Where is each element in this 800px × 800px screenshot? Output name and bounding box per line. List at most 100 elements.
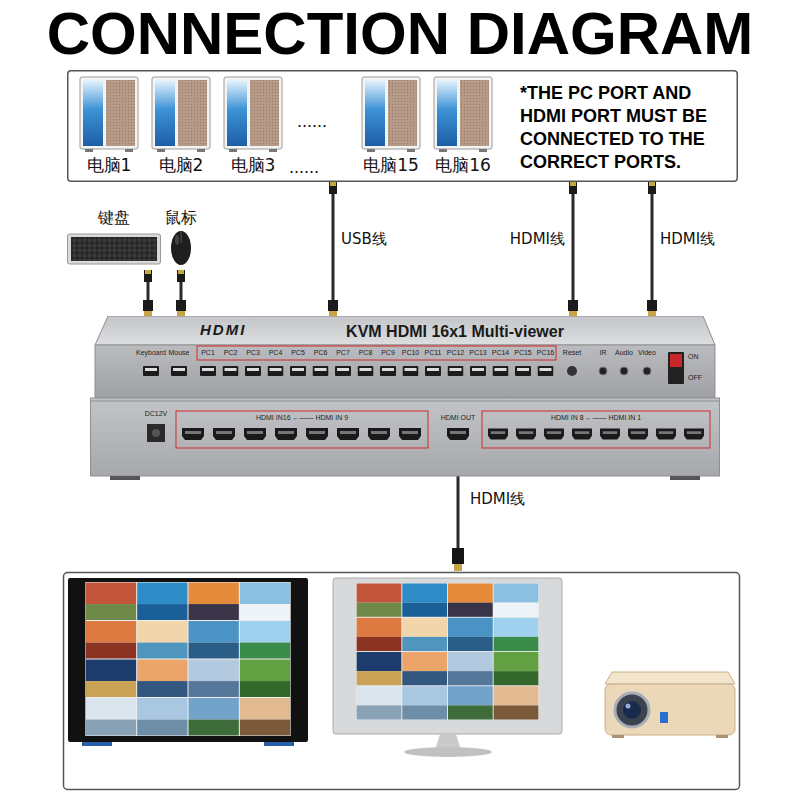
cable [328,182,338,316]
label-anchor: IR [600,349,607,357]
mouse-label: 鼠标 [165,208,197,228]
pc-icon [151,76,211,152]
cable-plug-tip [177,311,185,316]
port-label: PC6 [314,349,328,357]
projector-lens-glass [623,701,641,719]
pc-icon [433,76,493,152]
cable-label-anchor: HDMI线 [508,230,567,248]
label-anchor: PC4 [269,349,283,357]
cable-plug [569,182,577,194]
cable-line [572,194,575,300]
device-title: KVM HDMI 16x1 Multi-viewer [340,316,570,342]
cable-plug [177,270,185,282]
label-anchor: OFF [688,374,702,382]
pc-icon-shape [80,77,138,152]
port-label: HDMI OUT [441,414,476,422]
projector-badge [660,712,668,723]
label-anchor: DC12V [145,410,168,418]
computer: 电脑15 [358,76,424,180]
kvm-multiviewer: KVM HDMI 16x1 Multi-viewer [90,316,720,480]
label-anchor: PC5 [291,349,305,357]
cable [568,182,578,316]
label-anchor: ...... [289,156,319,178]
label-anchor: PC3 [246,349,260,357]
computer-panel: *THE PC PORT AND HDMI PORT MUST BE CONNE… [67,70,738,182]
cable-label-anchor: USB线 [339,230,389,248]
cable-plug [144,270,152,282]
port-group-label: HDMI IN 8 ←—— HDMI IN 1 [551,414,641,422]
port-label: PC2 [224,349,238,357]
cable-label: HDMI线 [508,230,567,248]
pc-icon-shape [152,77,210,152]
cable-line [332,194,335,300]
label-anchor: PC15 [514,349,532,357]
label-anchor: HDMI OUT [441,414,476,422]
cable-plug [176,300,186,311]
pc-label: 电脑2 [159,155,204,175]
hdmi-plug [453,436,463,450]
ellipsis: ...... [289,156,319,178]
computer: 电脑1 [76,76,142,180]
port-label: Video [638,349,656,357]
label-anchor: PC10 [402,349,420,357]
pc-icon-shape [434,77,492,152]
tv-bezel [68,578,308,742]
hdmi-logo: HDMI [200,321,246,339]
port-label: PC7 [336,349,350,357]
cable-plug-tip [144,311,152,316]
port-label: PC3 [246,349,260,357]
mouse-icon [170,228,192,266]
port-label: PC1 [201,349,215,357]
projector-top [605,672,735,684]
computer: 电脑3 [220,76,286,180]
monitor-bezel [333,578,562,734]
cable [647,182,657,316]
label-anchor: PC11 [425,349,442,357]
switch-label: ON [688,353,699,361]
port-label: PC14 [492,349,510,357]
label-anchor: PC1 [201,349,215,357]
projector-foot [612,735,624,738]
device-body [90,316,720,480]
port-label: Keyboard [136,349,166,357]
pc-icon [79,76,139,152]
pc-label: 电脑16 [435,155,491,175]
cable-plug [143,300,153,311]
note-text: *THE PC PORT AND HDMI PORT MUST BE CONNE… [520,82,732,174]
tv-screen [85,582,290,736]
tv-foot [82,742,112,746]
projector-foot [716,735,728,738]
cable-plug [568,300,578,311]
computer: 电脑16 [430,76,496,180]
cable-line [180,282,183,300]
label-anchor: ...... [297,110,327,132]
port-label: PC16 [537,349,555,357]
hdmi-cable [457,450,460,548]
cable [143,270,153,316]
cable-plug-tip [648,311,656,316]
cable-plug-tip [570,182,576,186]
cable-plug [329,182,337,194]
cable-plug-tip [329,311,337,316]
hdmi-plug-tip [454,564,462,571]
cable-label: USB线 [339,230,389,248]
port-label: Mouse [168,349,189,357]
port-label: Reset [563,349,581,357]
pc-label: 电脑1 [87,155,132,175]
port-label: PC5 [291,349,305,357]
cable-line [651,194,654,300]
display-panel [64,573,740,790]
port-label: PC11 [425,349,442,357]
pc-icon-shape [362,77,420,152]
port-label: PC10 [402,349,420,357]
label-anchor: PC7 [336,349,350,357]
port-label: PC9 [381,349,395,357]
port-label: PC4 [269,349,283,357]
cable-line [147,282,150,300]
pc-label: 电脑3 [231,155,276,175]
pc-icon-shape [224,77,282,152]
label-anchor: Video [638,349,656,357]
label-anchor: PC6 [314,349,328,357]
cable-plug-tip [649,182,655,186]
